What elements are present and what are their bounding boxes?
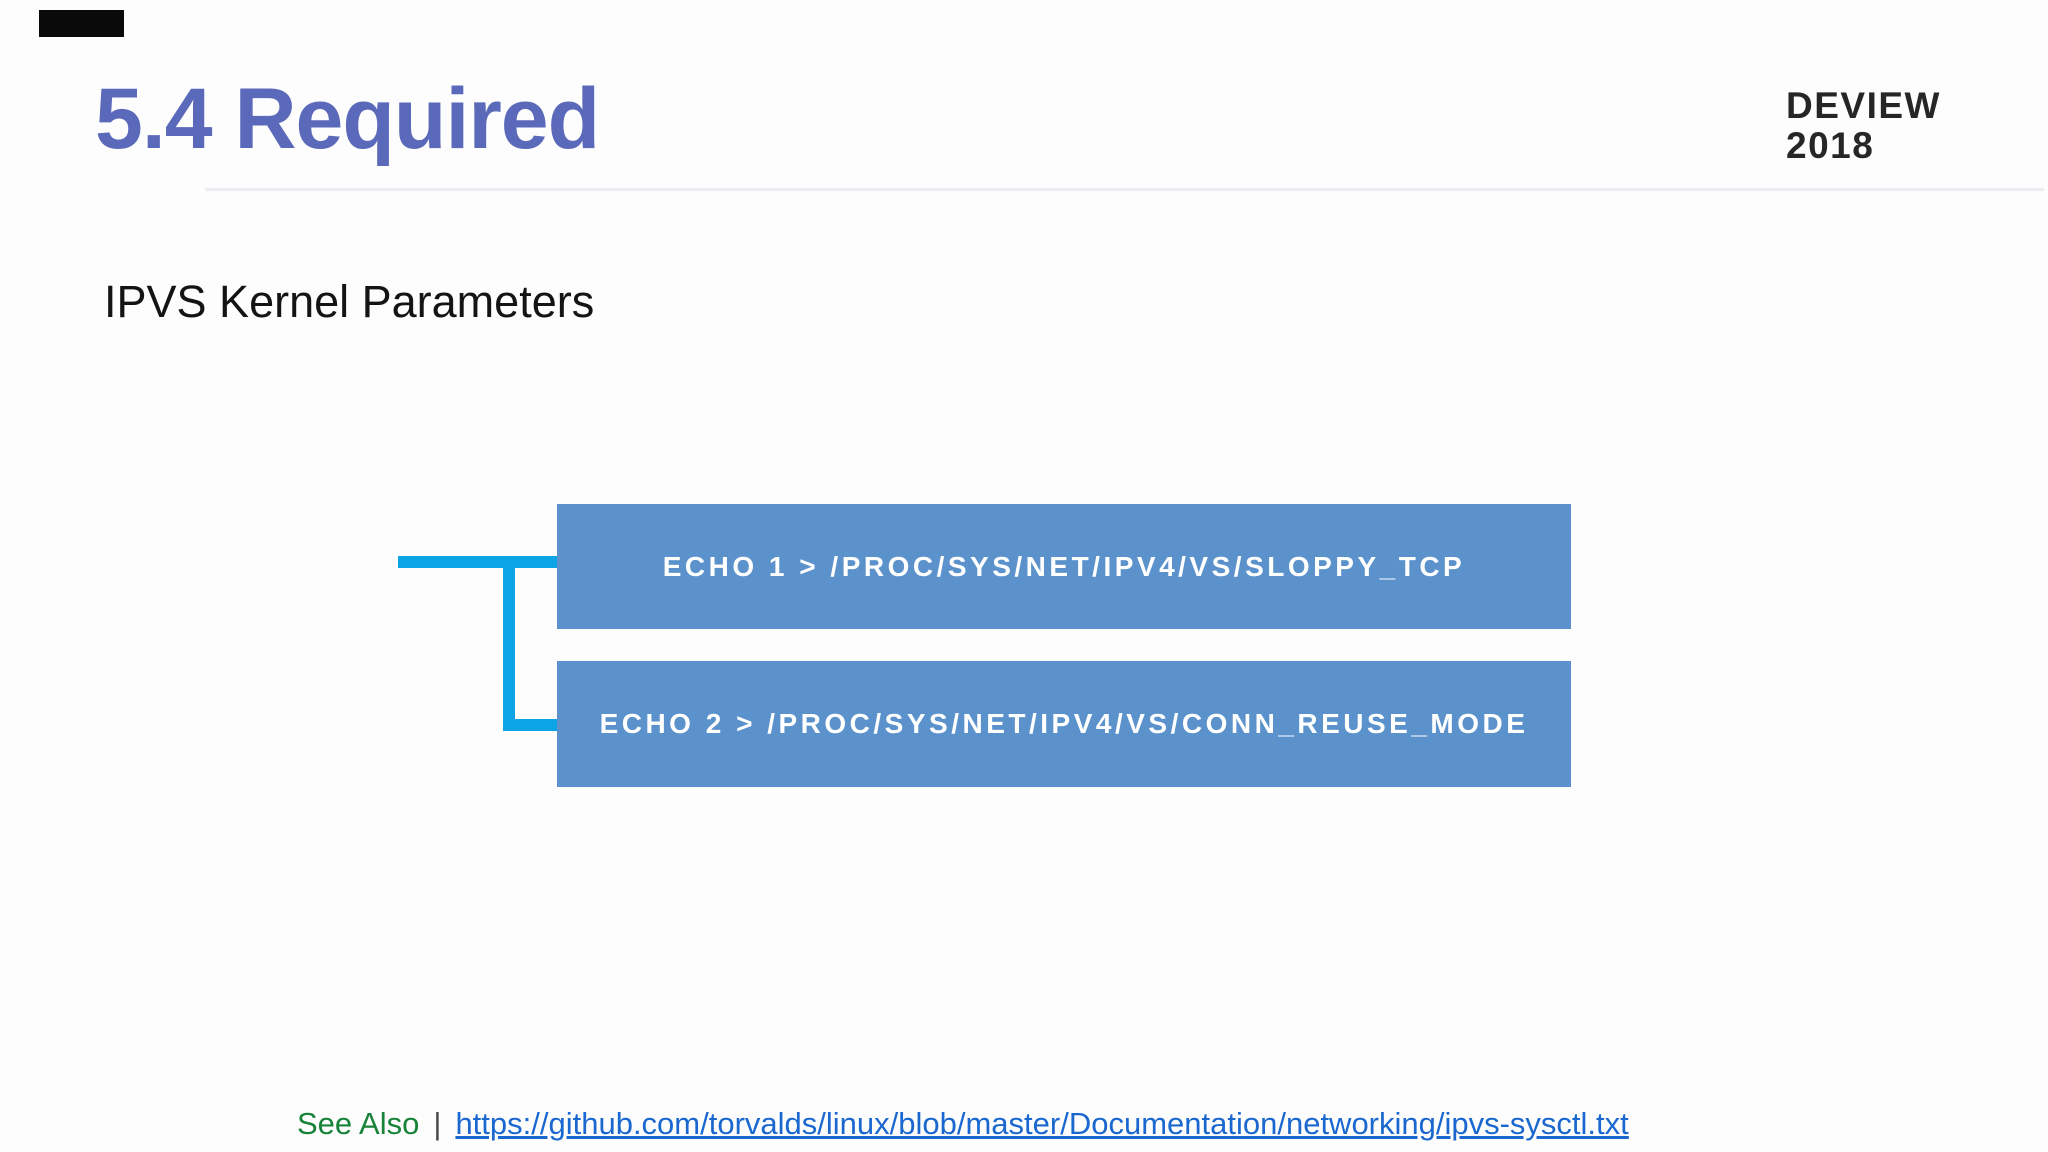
- see-also-footer: See Also | https://github.com/torvalds/l…: [297, 1102, 1629, 1146]
- deview-2018-logo: DEVIEW 2018: [1786, 86, 1941, 166]
- command-box-sloppy-tcp: ECHO 1 > /PROC/SYS/NET/IPV4/VS/SLOPPY_TC…: [557, 504, 1571, 629]
- bracket-connector-top: [398, 556, 558, 568]
- footer-separator: |: [433, 1106, 442, 1141]
- see-also-label: See Also: [297, 1106, 420, 1141]
- slide-title: 5.4 Required: [95, 71, 600, 167]
- title-divider-line: [205, 188, 2044, 191]
- logo-line-1: DEVIEW: [1786, 85, 1941, 126]
- slide-subtitle: IPVS Kernel Parameters: [104, 276, 595, 327]
- bracket-connector-bottom: [503, 719, 558, 731]
- logo-line-2: 2018: [1786, 125, 1875, 166]
- command-box-conn-reuse-mode: ECHO 2 > /PROC/SYS/NET/IPV4/VS/CONN_REUS…: [557, 661, 1571, 787]
- top-left-black-bar: [39, 10, 124, 37]
- command-text-conn-reuse-mode: ECHO 2 > /PROC/SYS/NET/IPV4/VS/CONN_REUS…: [599, 708, 1529, 739]
- ipvs-sysctl-link[interactable]: https://github.com/torvalds/linux/blob/m…: [455, 1106, 1629, 1141]
- command-text-sloppy-tcp: ECHO 1 > /PROC/SYS/NET/IPV4/VS/SLOPPY_TC…: [662, 550, 1466, 582]
- bracket-connector-vertical: [503, 556, 515, 731]
